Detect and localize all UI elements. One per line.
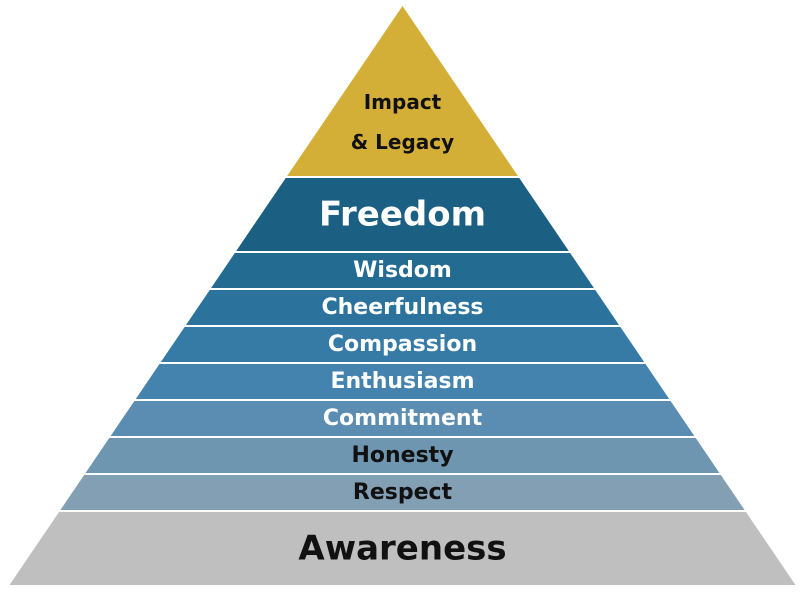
pyramid-level-compassion: Compassion xyxy=(160,327,645,362)
pyramid-level-label: Enthusiasm xyxy=(330,369,474,394)
pyramid-level-label: Respect xyxy=(353,480,453,505)
pyramid-level-shape xyxy=(287,6,518,176)
pyramid-level-awareness: Awareness xyxy=(9,512,796,585)
pyramid-level-cheerfulness: Cheerfulness xyxy=(185,290,620,325)
pyramid-level-label: & Legacy xyxy=(351,130,454,154)
pyramid-level-enthusiasm: Enthusiasm xyxy=(135,364,670,399)
pyramid-level-wisdom: Wisdom xyxy=(211,253,594,288)
pyramid-level-honesty: Honesty xyxy=(85,438,720,473)
pyramid-level-shape xyxy=(236,178,569,251)
pyramid-level-label: Wisdom xyxy=(353,258,452,283)
pyramid-level-shape xyxy=(135,364,670,399)
pyramid-level-commitment: Commitment xyxy=(110,401,695,436)
pyramid-level-shape xyxy=(160,327,645,362)
pyramid-level-label: Cheerfulness xyxy=(321,295,483,320)
pyramid-level-impact: Impact & Legacy xyxy=(287,6,518,176)
pyramid-level-shape xyxy=(211,253,594,288)
pyramid-level-shape xyxy=(185,290,620,325)
pyramid-level-label: Impact xyxy=(364,90,442,114)
pyramid-level-label: Commitment xyxy=(323,406,483,431)
pyramid-level-label: Compassion xyxy=(328,332,477,357)
pyramid-level-label: Awareness xyxy=(298,529,506,569)
pyramid-level-label: Freedom xyxy=(319,195,486,235)
pyramid-level-respect: Respect xyxy=(60,475,745,510)
pyramid-level-shape xyxy=(9,512,796,585)
pyramid-level-label: Honesty xyxy=(351,443,453,468)
pyramid-level-shape xyxy=(110,401,695,436)
pyramid-level-shape xyxy=(60,475,745,510)
pyramid-level-shape xyxy=(85,438,720,473)
pyramid-level-freedom: Freedom xyxy=(236,178,569,251)
